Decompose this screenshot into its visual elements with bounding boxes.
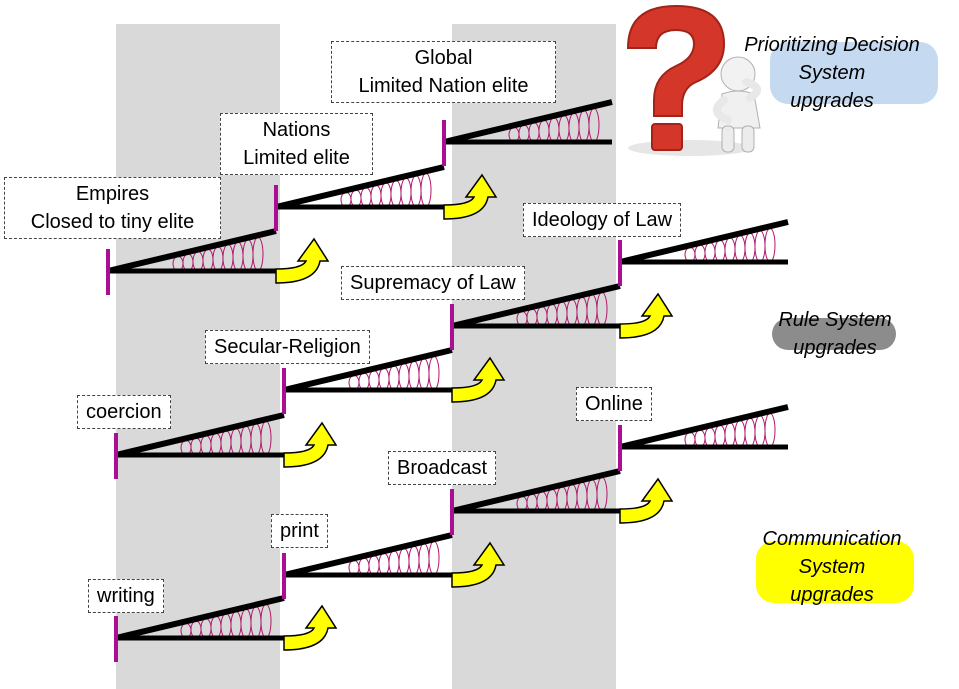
lever-arm — [443, 99, 613, 145]
label-supremacy-of-law: Supremacy of Law — [341, 266, 525, 300]
upgrade-arrow-icon — [283, 604, 338, 651]
lever-arm — [283, 347, 453, 393]
legend-decision: Prioritizing Decision System upgrades — [744, 34, 920, 112]
label-coercion: coercion — [77, 395, 171, 429]
label-print: print — [271, 514, 328, 548]
upgrade-arrow-icon — [275, 237, 330, 284]
lever-arm — [115, 595, 285, 641]
label-writing: writing — [88, 579, 164, 613]
legend-communication: Communication System upgrades — [762, 528, 902, 606]
label-ideology-of-law: Ideology of Law — [523, 203, 682, 237]
upgrade-arrow-icon — [283, 421, 338, 468]
upgrade-arrow-icon — [619, 477, 674, 524]
upgrade-arrow-icon — [451, 356, 506, 403]
label-global: Global Limited Nation elite — [331, 41, 556, 103]
label-empires: Empires Closed to tiny elite — [4, 177, 221, 239]
label-broadcast: Broadcast — [388, 451, 497, 485]
lever-arm — [107, 228, 277, 274]
upgrade-arrow-icon — [619, 292, 674, 339]
lever-arm — [619, 404, 789, 450]
upgrade-arrow-icon — [451, 541, 506, 588]
lever-arm — [283, 532, 453, 578]
label-online: Online — [576, 387, 652, 421]
legend-communication-highlight — [756, 541, 914, 603]
lever-arm — [451, 283, 621, 329]
lever-arm — [619, 219, 789, 265]
label-secular-religion: Secular-Religion — [205, 330, 370, 364]
lever-arm — [451, 468, 621, 514]
lever-arm — [115, 412, 285, 458]
legend-rule: Rule System upgrades — [778, 309, 892, 359]
upgrade-arrow-icon — [443, 173, 498, 220]
label-nations: Nations Limited elite — [220, 113, 373, 175]
legend-decision-highlight — [770, 42, 938, 104]
lever-arm — [275, 164, 445, 210]
legend-rule-highlight — [772, 318, 896, 350]
